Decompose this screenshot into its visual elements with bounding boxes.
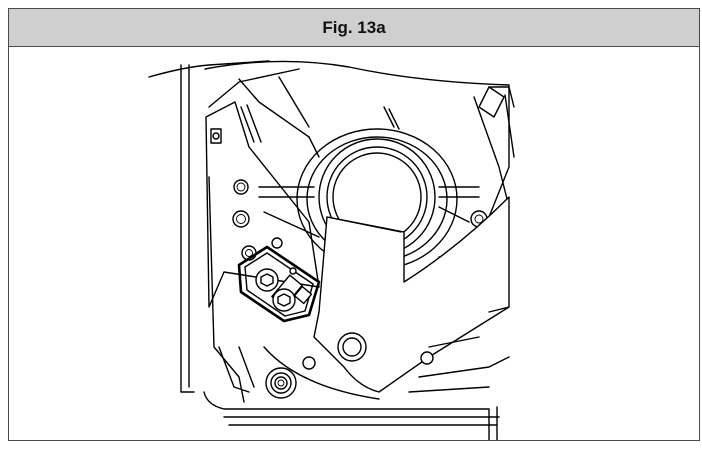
- tab-hole: [212, 132, 220, 140]
- bolt-icon: [232, 210, 250, 228]
- lower-housing: [218, 86, 515, 400]
- pivot-bolt-icon: [337, 332, 367, 362]
- bolt-icon: [420, 351, 434, 365]
- bolt-icon: [271, 237, 283, 249]
- pin-hole: [289, 267, 297, 275]
- bolt-icon: [233, 179, 249, 195]
- figure-title: Fig. 13a: [9, 9, 699, 47]
- housing-frame: [148, 60, 500, 440]
- figure-frame: Fig. 13a: [8, 8, 700, 441]
- swing-arm: [313, 196, 510, 393]
- hex-socket-screw-icon: [277, 293, 291, 307]
- bolt-icon: [302, 356, 316, 370]
- left-plate: [205, 101, 320, 403]
- hex-socket-screw-icon: [260, 273, 274, 287]
- technical-drawing: [9, 47, 699, 440]
- screw-bracket: [237, 245, 321, 323]
